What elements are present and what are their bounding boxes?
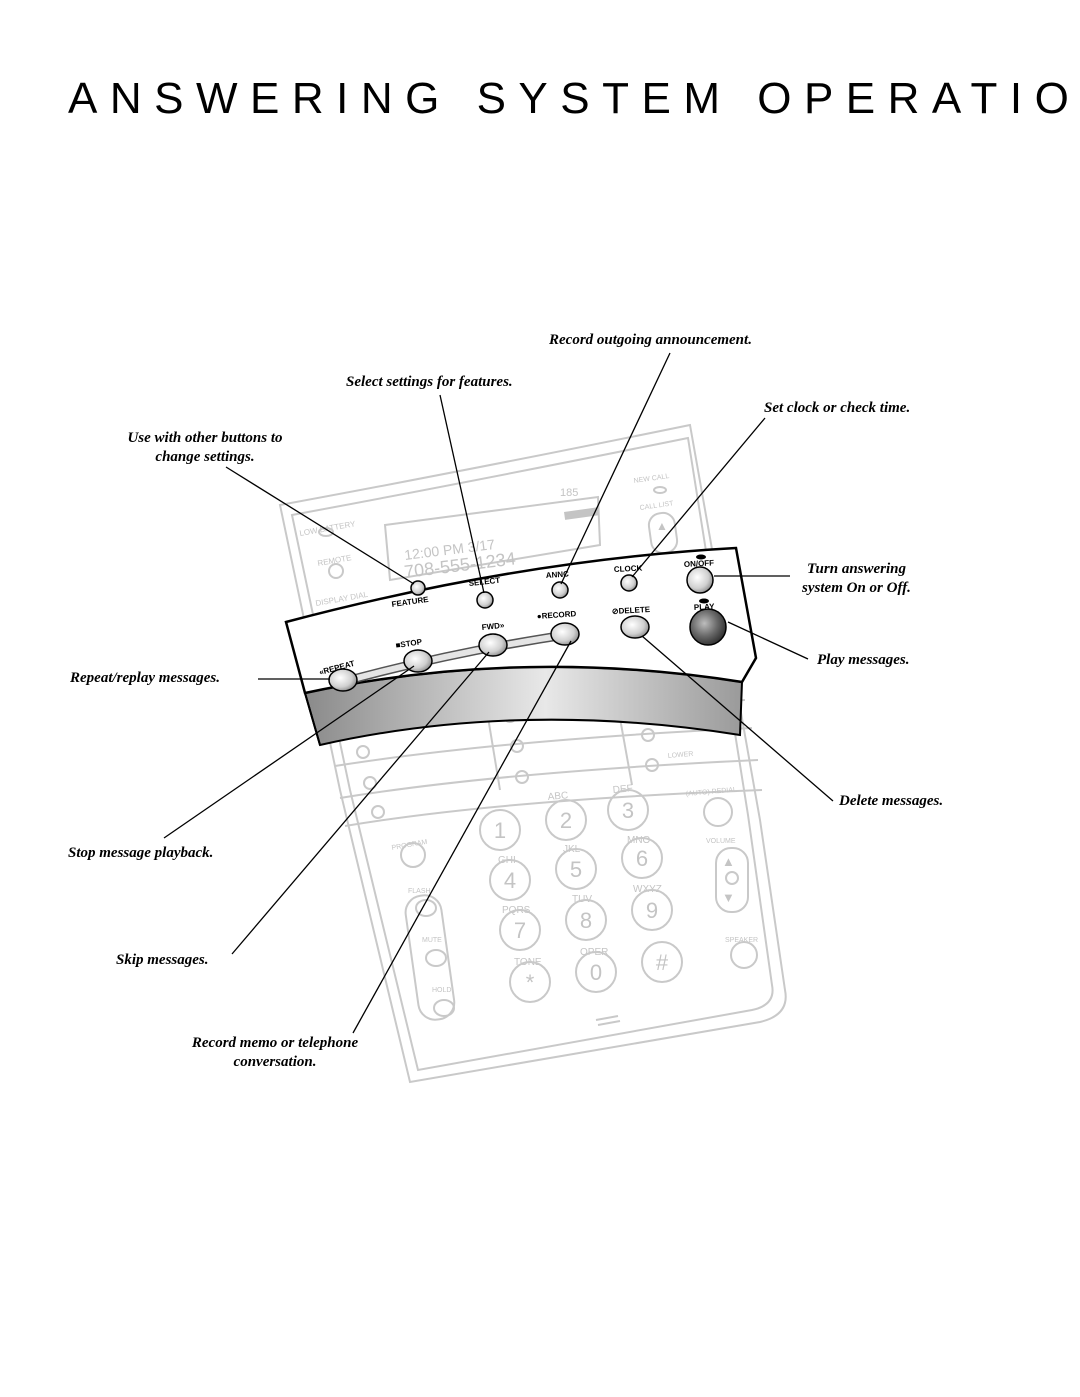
annc-label: ANNC: [546, 569, 570, 580]
svg-text:4: 4: [504, 868, 516, 893]
feature-button[interactable]: [410, 580, 426, 596]
record-dot-icon: ●: [537, 612, 543, 621]
svg-text:CALL LIST: CALL LIST: [639, 500, 674, 512]
stop-label: ■STOP: [395, 637, 423, 650]
play-label: PLAY: [694, 602, 716, 612]
callout-line: Turn answering: [806, 561, 907, 577]
callout-skip-messages: Skip messages.: [116, 952, 209, 968]
stop-button[interactable]: [403, 649, 433, 673]
callout-line: Use with other buttons to: [127, 430, 283, 446]
svg-text:0: 0: [590, 960, 602, 985]
rewind-icon: «: [318, 667, 325, 677]
page-title: ANSWERING SYSTEM OPERATION: [68, 74, 1080, 123]
delete-label: ⊘DELETE: [612, 605, 651, 616]
callout-record-memo: Record memo or telephone conversation.: [165, 1034, 385, 1072]
svg-text:185: 185: [560, 487, 578, 499]
clock-button[interactable]: [620, 574, 638, 592]
svg-text:▲: ▲: [722, 854, 735, 869]
callout-repeat-replay: Repeat/replay messages.: [70, 670, 220, 686]
svg-text:MNO: MNO: [627, 835, 651, 846]
svg-text:REMOTE: REMOTE: [317, 553, 352, 568]
record-button[interactable]: [550, 622, 580, 646]
annc-button[interactable]: [551, 581, 569, 599]
svg-text:(AUTO) REDIAL: (AUTO) REDIAL: [686, 787, 738, 798]
svg-text:1: 1: [494, 818, 506, 843]
callout-stop-playback: Stop message playback.: [68, 845, 214, 861]
delete-icon: ⊘: [612, 607, 619, 616]
svg-text:MUTE: MUTE: [422, 937, 442, 944]
svg-text:SPEAKER: SPEAKER: [725, 937, 758, 944]
svg-text:PROGRAM: PROGRAM: [391, 839, 428, 852]
clock-label: CLOCK: [614, 564, 643, 574]
callout-use-with-other-buttons: Use with other buttons to change setting…: [100, 429, 310, 467]
svg-text:▼: ▼: [722, 890, 735, 905]
svg-text:#: #: [656, 950, 669, 975]
callout-line: system On or Off.: [802, 580, 911, 596]
svg-text:FLASH: FLASH: [408, 888, 431, 895]
svg-text:3: 3: [622, 798, 634, 823]
svg-text:5: 5: [570, 857, 582, 882]
callout-play-messages: Play messages.: [817, 652, 910, 668]
svg-text:7: 7: [514, 918, 526, 943]
fwd-button[interactable]: [478, 633, 508, 657]
callout-delete-messages: Delete messages.: [839, 793, 944, 809]
on-off-label: ON/OFF: [684, 558, 715, 569]
svg-text:9: 9: [646, 898, 658, 923]
callout-line: change settings.: [155, 449, 255, 465]
svg-text:VOLUME: VOLUME: [706, 838, 736, 845]
stop-square-icon: ■: [395, 640, 401, 650]
svg-text:LOWER: LOWER: [668, 751, 694, 760]
play-button[interactable]: [689, 598, 727, 646]
on-off-button[interactable]: [686, 554, 714, 594]
svg-text:6: 6: [636, 846, 648, 871]
answering-panel: [284, 546, 758, 747]
select-button[interactable]: [476, 591, 494, 609]
delete-button[interactable]: [620, 615, 650, 639]
svg-text:*: *: [526, 970, 535, 995]
svg-text:8: 8: [580, 908, 592, 933]
callout-set-clock: Set clock or check time.: [764, 400, 911, 416]
fast-forward-icon: »: [499, 621, 505, 630]
callout-line: Record memo or telephone: [191, 1035, 359, 1051]
svg-text:HOLD: HOLD: [432, 987, 451, 994]
fwd-label: FWD»: [481, 621, 505, 632]
repeat-button[interactable]: [328, 668, 358, 692]
phone-body: 185 12:00 PM 3/17 708-555-1234 LOW BATTE…: [278, 423, 787, 1084]
callout-record-announcement: Record outgoing announcement.: [549, 332, 752, 348]
record-label: ●RECORD: [537, 609, 577, 621]
svg-text:NEW CALL: NEW CALL: [633, 473, 670, 485]
svg-text:▲: ▲: [656, 519, 668, 533]
callout-line: conversation.: [233, 1054, 317, 1070]
svg-text:2: 2: [560, 808, 572, 833]
select-label: SELECT: [468, 576, 500, 588]
callout-select-settings: Select settings for features.: [346, 374, 513, 390]
callout-turn-on-off: Turn answering system On or Off.: [784, 560, 929, 598]
leader-lines: [163, 352, 834, 1034]
